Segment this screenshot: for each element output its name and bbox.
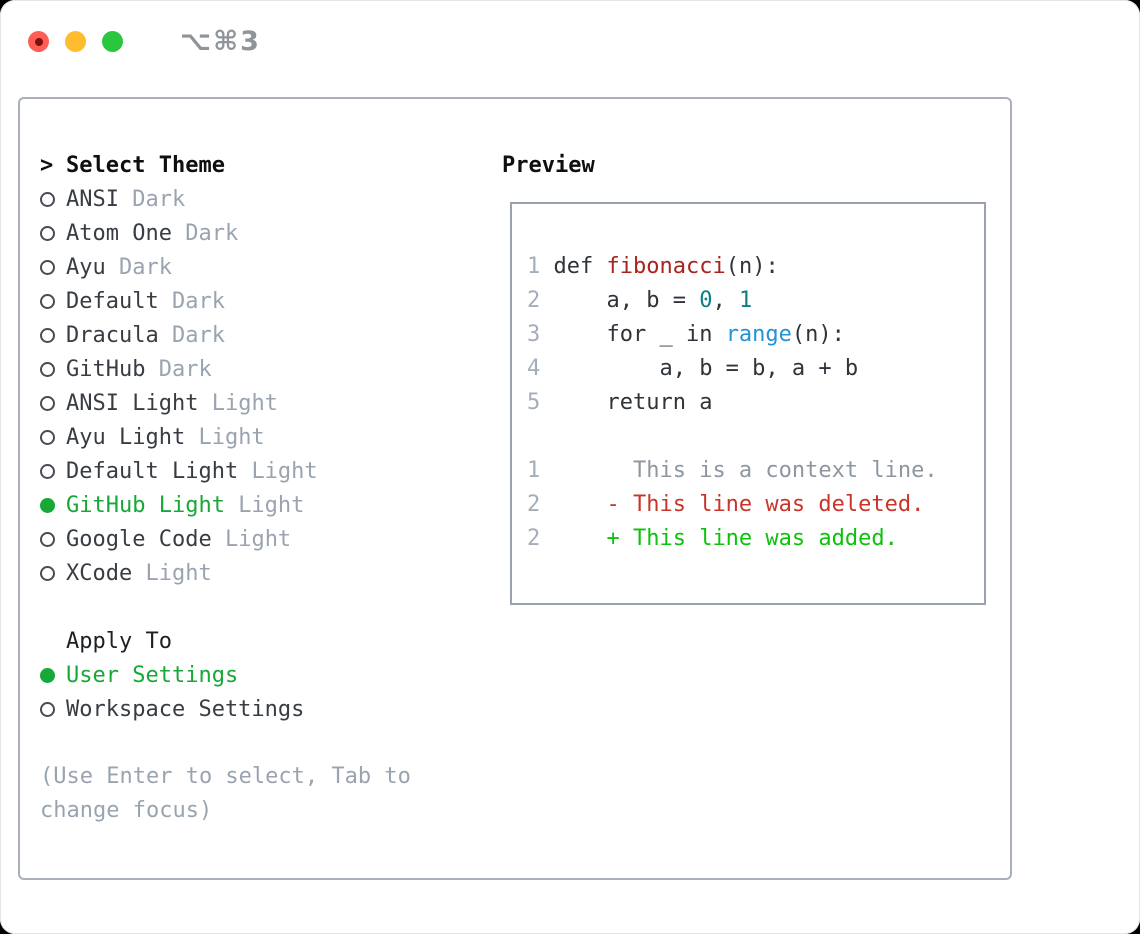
line-number: 2 (527, 526, 554, 551)
picker-title: Select Theme (66, 152, 225, 178)
line-number: 1 (527, 458, 554, 483)
code-line: 2 - This line was deleted. (527, 492, 925, 517)
radio-icon (40, 225, 66, 241)
apply-option[interactable]: User Settings (40, 658, 472, 692)
option-label: Google Code (66, 526, 225, 552)
theme-option[interactable]: ANSI Light Light (40, 386, 472, 420)
minimize-button[interactable] (65, 31, 86, 52)
option-label: Ayu Light (66, 424, 199, 450)
option-label: Atom One (66, 220, 186, 246)
option-variant: Light (251, 458, 318, 484)
code-line: 2 a, b = 0, 1 (527, 288, 753, 313)
picker-header: > Select Theme (40, 148, 472, 182)
theme-option[interactable]: Ayu Light Light (40, 420, 472, 454)
code-line: 1 def fibonacci(n): (527, 254, 779, 279)
option-variant: Light (211, 390, 278, 416)
code-preview: 1 def fibonacci(n): 2 a, b = 0, 1 3 for _ … (527, 250, 938, 556)
option-variant: Dark (185, 220, 239, 246)
radio-icon (40, 191, 66, 207)
option-label: XCode (66, 560, 146, 586)
line-number: 5 (527, 390, 554, 415)
line-number: 4 (527, 356, 554, 381)
option-variant: Dark (132, 186, 186, 212)
line-number: 2 (527, 288, 554, 313)
radio-icon (40, 395, 66, 411)
spacer (40, 726, 472, 760)
code-line: 3 for _ in range(n): (527, 322, 845, 347)
zoom-button[interactable] (102, 31, 123, 52)
theme-option[interactable]: XCode Light (40, 556, 472, 590)
record-dot-icon (34, 37, 43, 46)
apply-to-title: Apply To (66, 628, 172, 654)
option-variant: Light (198, 424, 265, 450)
option-variant: Dark (158, 356, 212, 382)
close-button[interactable] (28, 31, 49, 52)
radio-icon (40, 565, 66, 581)
theme-option[interactable]: Ayu Dark (40, 250, 472, 284)
radio-icon (40, 701, 66, 717)
apply-to-header: Apply To (40, 624, 472, 658)
radio-icon (40, 463, 66, 479)
option-variant: Light (224, 526, 292, 552)
radio-icon (40, 293, 66, 309)
theme-option[interactable]: Default Light Light (40, 454, 472, 488)
radio-icon (40, 327, 66, 343)
focus-chevron-icon: > (40, 152, 54, 178)
option-label: ANSI (66, 186, 133, 212)
option-variant: Dark (171, 322, 225, 348)
code-line: 4 a, b = b, a + b (527, 356, 859, 381)
option-label: ANSI Light (66, 390, 212, 416)
radio-icon (40, 259, 66, 275)
preview-title: Preview (502, 152, 595, 178)
option-label: Default (66, 288, 172, 314)
apply-option[interactable]: Workspace Settings (40, 692, 472, 726)
code-blank-line (527, 420, 938, 454)
option-variant: Dark (118, 254, 172, 280)
theme-option[interactable]: Google Code Light (40, 522, 472, 556)
line-number: 1 (527, 254, 554, 279)
option-label: Ayu (66, 254, 119, 280)
preview-box: 1 def fibonacci(n): 2 a, b = 0, 1 3 for _ … (510, 202, 986, 605)
option-variant: Light (238, 492, 305, 518)
code-line: 2 + This line was added. (527, 526, 898, 551)
code-line: 5 return a (527, 390, 713, 415)
line-number: 2 (527, 492, 554, 517)
theme-option[interactable]: GitHub Light Light (40, 488, 472, 522)
theme-option[interactable]: GitHub Dark (40, 352, 472, 386)
radio-icon (40, 497, 66, 513)
theme-option[interactable]: Atom One Dark (40, 216, 472, 250)
theme-option[interactable]: Dracula Dark (40, 318, 472, 352)
option-label: Workspace Settings (66, 696, 305, 722)
code-line: 1 This is a context line. (527, 458, 938, 483)
radio-icon (40, 667, 66, 683)
window-title: ⌥⌘3 (180, 26, 261, 57)
option-label: GitHub Light (66, 492, 239, 518)
option-label: Dracula (66, 322, 172, 348)
radio-icon (40, 429, 66, 445)
theme-option[interactable]: ANSI Dark (40, 182, 472, 216)
line-number: 3 (527, 322, 554, 347)
option-label: User Settings (66, 662, 239, 688)
titlebar: ⌥⌘3 (28, 26, 261, 57)
radio-icon (40, 361, 66, 377)
theme-option[interactable]: Default Dark (40, 284, 472, 318)
option-label: Default Light (66, 458, 252, 484)
spacer (40, 590, 472, 624)
option-label: GitHub (66, 356, 159, 382)
radio-icon (40, 531, 66, 547)
hint-text: (Use Enter to select, Tab to change focu… (40, 764, 411, 823)
option-variant: Dark (171, 288, 225, 314)
option-variant: Light (145, 560, 212, 586)
